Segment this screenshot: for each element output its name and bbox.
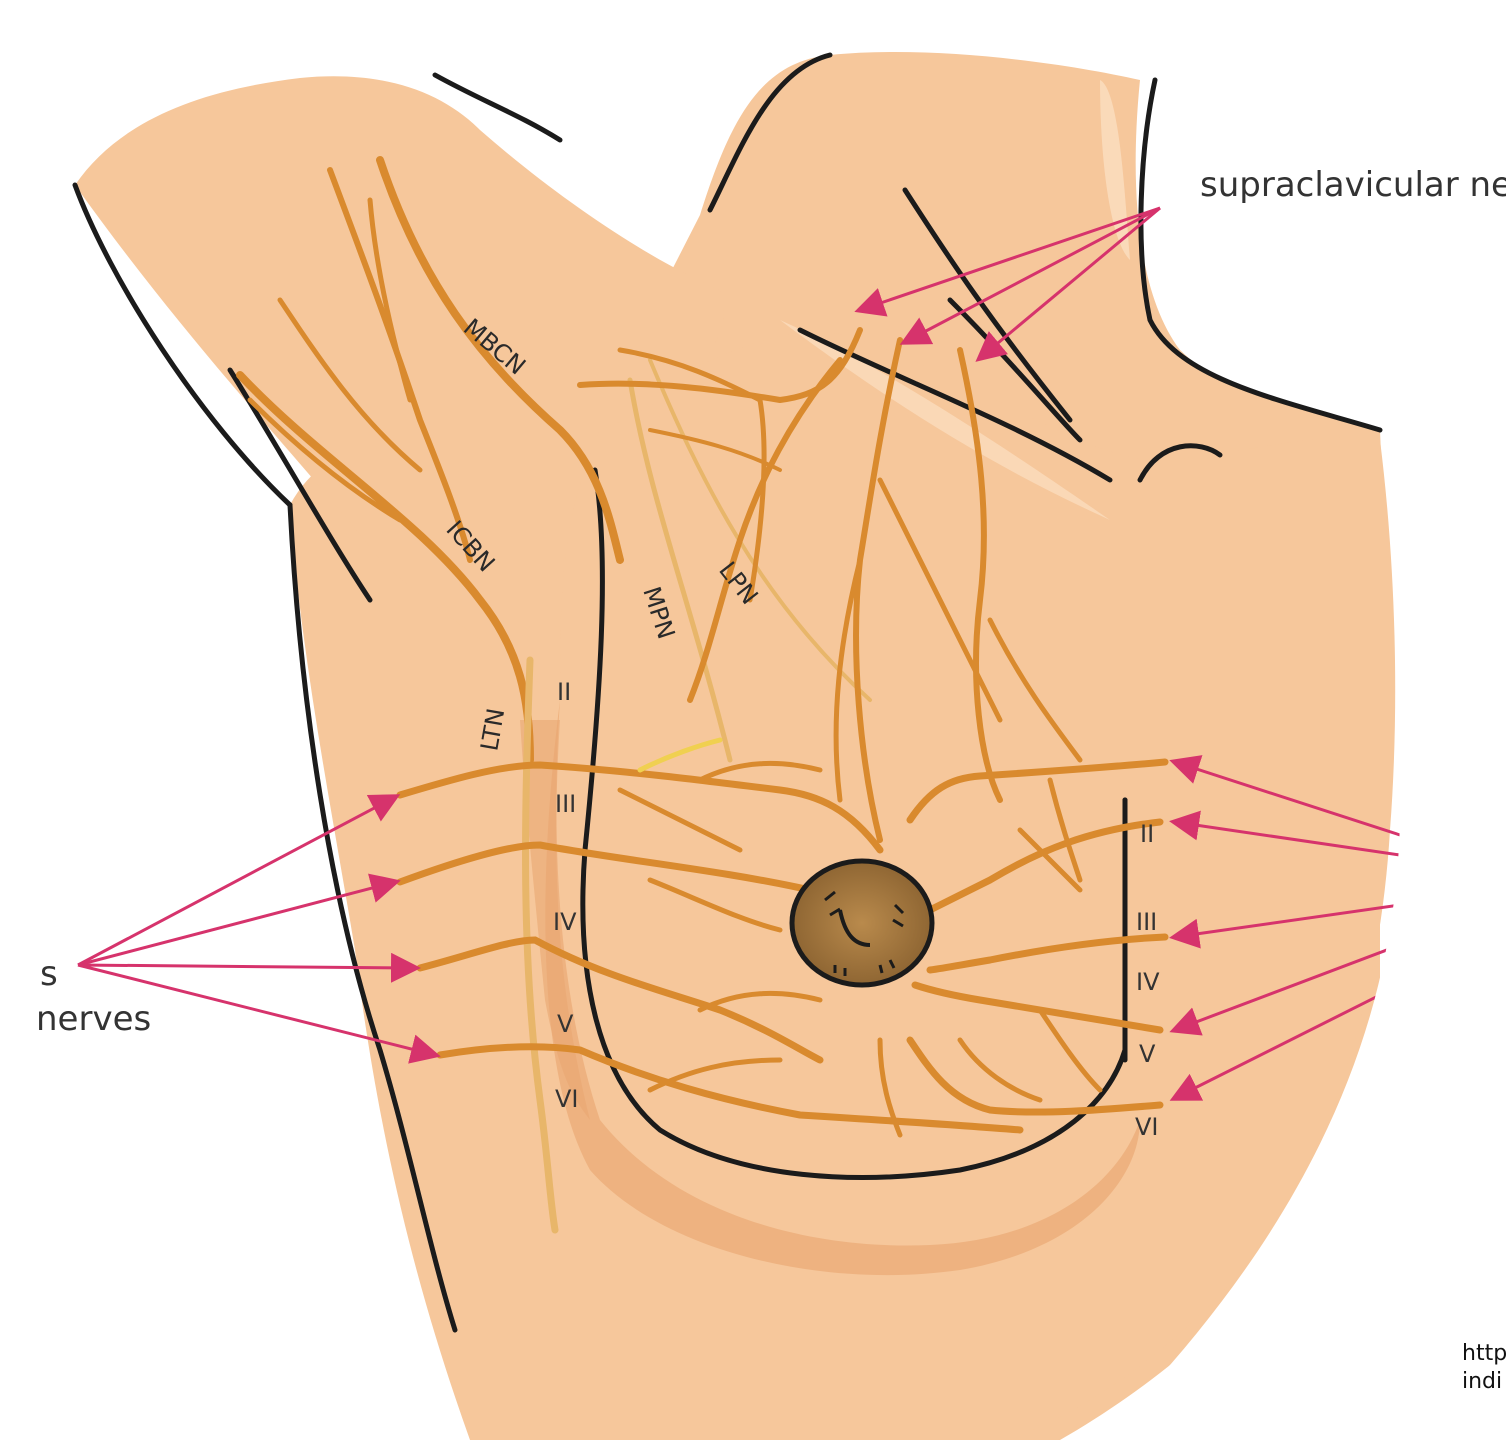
- rib-label-left-ii: II: [557, 678, 571, 706]
- left-callout-nerves: nerves: [36, 999, 151, 1039]
- rib-label-right-iii: III: [1136, 908, 1157, 936]
- rib-label-left-iii: III: [555, 790, 576, 818]
- source-url-line2: indi: [1462, 1369, 1502, 1394]
- rib-label-left-iv: IV: [553, 908, 577, 936]
- supraclavicular-label: supraclavicular ne: [1200, 165, 1506, 205]
- left-callout-fragment: s: [40, 954, 58, 994]
- rib-label-right-iv: IV: [1136, 968, 1160, 996]
- rib-label-right-v: V: [1139, 1040, 1156, 1068]
- rib-label-left-vi: VI: [555, 1085, 579, 1113]
- rib-label-right-vi: VI: [1135, 1113, 1159, 1141]
- rib-label-left-v: V: [557, 1010, 574, 1038]
- nipple-areola: [792, 861, 932, 985]
- source-url-line1: http: [1462, 1341, 1506, 1366]
- rib-label-right-ii: II: [1140, 820, 1154, 848]
